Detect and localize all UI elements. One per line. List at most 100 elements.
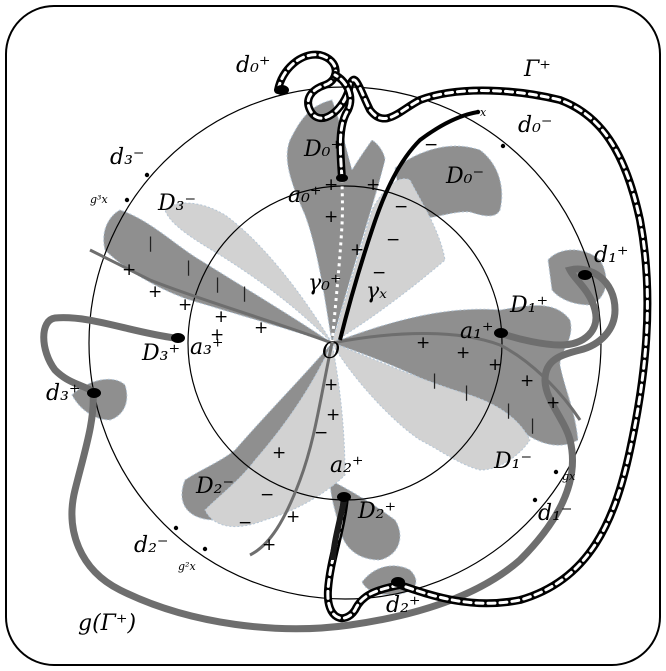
label-d3-minus: d₃⁻ [110, 145, 145, 170]
label-a0-plus: a₀⁺ [288, 183, 322, 208]
label-D1-plus: D₁⁺ [509, 293, 548, 318]
a2-plus-dot [337, 492, 351, 502]
g3x-dot [124, 197, 130, 203]
label-a2-plus: a₂⁺ [330, 453, 364, 478]
sign-0: + [324, 175, 338, 195]
d1-plus-dot [578, 270, 592, 280]
sign-33: − [238, 513, 252, 533]
a1-plus-dot [494, 328, 508, 338]
sign-10: + [178, 295, 192, 315]
sign-1: + [366, 175, 380, 195]
sign-27: + [324, 375, 338, 395]
arm-3 [89, 248, 333, 345]
label-D0-plus: D₀⁺ [303, 137, 342, 162]
g2x-dot [202, 546, 208, 552]
sign-20: + [488, 355, 502, 375]
sign-34: + [262, 535, 276, 555]
gx-dot [553, 469, 559, 475]
sign-12: + [254, 318, 268, 338]
sign-29: − [314, 423, 328, 443]
a0-plus-dot [336, 174, 348, 182]
label-d0-plus: d₀⁺ [236, 53, 271, 78]
sector-2-dark [181, 342, 333, 521]
sign-5: − [386, 230, 400, 250]
sector-0-light [331, 178, 446, 345]
sign-7: − [424, 135, 438, 155]
sign-11: + [214, 307, 228, 327]
sign-6: − [372, 263, 386, 283]
light-regions [164, 178, 531, 528]
spiral-arms [89, 248, 582, 557]
label-d3-plus: d₃⁺ [46, 381, 81, 406]
sign-14: | [148, 234, 153, 252]
sign-28: + [326, 405, 340, 425]
region-signs: + + + + − − − − + + + + + + | | | | + + … [122, 135, 560, 555]
label-g3x: g³x [90, 193, 108, 206]
sign-18: + [416, 333, 430, 353]
labels: d₀⁺ d₀⁻ d₁⁺ d₁⁻ d₂⁺ d₂⁻ d₃⁺ d₃⁻ D₀⁺ D₀⁻ … [46, 53, 629, 636]
d2-minus-dot [173, 525, 179, 531]
label-D2-plus: D₂⁺ [357, 499, 396, 524]
sign-22: + [546, 393, 560, 413]
label-D0-minus: D₀⁻ [445, 164, 484, 189]
sign-8: + [122, 260, 136, 280]
label-a3-plus: a₃⁺ [190, 335, 224, 360]
sign-9: + [148, 282, 162, 302]
marker-dots [87, 85, 592, 587]
label-d1-minus: d₁⁻ [538, 501, 573, 526]
label-gamma0: γ₀⁺ [308, 271, 342, 296]
sector-3-dark [103, 209, 333, 344]
g-gamma-plus-curve [40, 265, 619, 633]
label-D2-minus: D₂⁻ [195, 474, 234, 499]
sign-19: + [456, 343, 470, 363]
sign-2: + [324, 207, 338, 227]
sign-21: + [520, 371, 534, 391]
d0-minus-dot [500, 143, 506, 149]
label-d2-minus: d₂⁻ [134, 533, 169, 558]
sector-3-light [164, 202, 333, 344]
label-d0-minus: d₀⁻ [518, 113, 553, 138]
label-d2-plus: d₂⁺ [386, 593, 421, 618]
sign-13: + [210, 325, 224, 345]
sign-3: + [350, 240, 364, 260]
sign-23: | [432, 371, 437, 389]
label-origin: O [322, 339, 340, 364]
label-g2x: g²x [178, 560, 196, 573]
d1-minus-dot [532, 497, 538, 503]
d3-minus-dot [144, 172, 150, 178]
sign-4: − [394, 197, 408, 217]
gamma-x-curve [338, 110, 479, 341]
d2-plus-dot [391, 577, 405, 587]
d3-plus-dot [87, 388, 101, 398]
label-gammax: γₓ [366, 279, 387, 304]
arm-2 [249, 342, 334, 557]
sign-16: | [215, 275, 220, 293]
label-gx: gx [562, 470, 576, 483]
d0-plus-dot [275, 85, 289, 95]
gamma-0-curve [330, 177, 344, 344]
label-x: x [480, 106, 487, 119]
gamma-x-lower [330, 496, 348, 561]
sign-31: − [260, 485, 274, 505]
sign-26: | [530, 416, 535, 434]
sector-1-light [330, 342, 531, 471]
sign-30: + [272, 443, 286, 463]
sign-17: | [242, 284, 247, 302]
x-dot [475, 109, 481, 115]
label-a1-plus: a₁⁺ [460, 319, 494, 344]
sign-15: | [186, 258, 191, 276]
label-D3-plus: D₃⁺ [141, 341, 180, 366]
label-g-Gamma-plus: g(Γ⁺) [78, 611, 136, 636]
arm-1 [331, 332, 582, 421]
label-D3-minus: D₃⁻ [157, 191, 196, 216]
sign-24: | [464, 383, 469, 401]
sign-25: | [506, 401, 511, 419]
label-Gamma-plus: Γ⁺ [523, 57, 551, 82]
label-D1-minus: D₁⁻ [493, 449, 532, 474]
sector-2-light [204, 341, 346, 528]
label-d1-plus: d₁⁺ [594, 243, 629, 268]
a3-plus-dot [171, 333, 185, 343]
sign-32: + [286, 507, 300, 527]
